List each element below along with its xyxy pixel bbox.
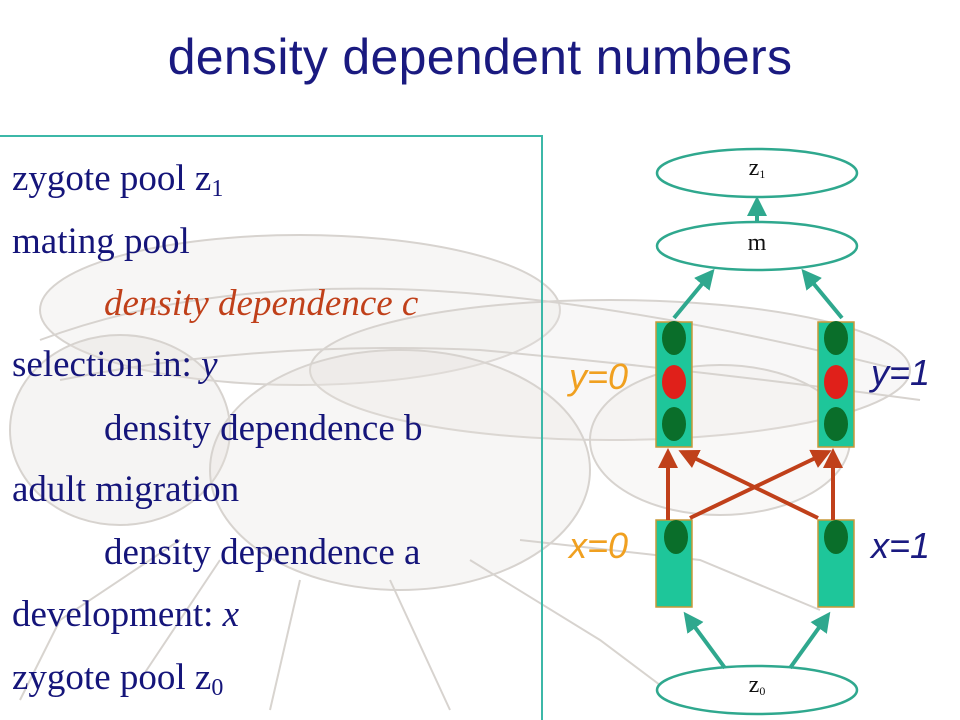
y0-dot-bottom xyxy=(662,407,686,441)
x1-dot xyxy=(824,520,848,554)
x1-label: x=1 xyxy=(871,525,931,566)
y1-label: y=1 xyxy=(871,352,931,393)
y1-dot-middle xyxy=(824,365,848,399)
y0-dot-top xyxy=(662,321,686,355)
z0-label: z0 xyxy=(748,672,766,698)
m-label: m xyxy=(747,230,767,256)
line-zygote-pool-z0: zygote pool z0 xyxy=(12,657,224,701)
line-zygote-pool-z1: zygote pool z1 xyxy=(12,158,224,202)
arrow-y1-to-m xyxy=(801,268,844,320)
z0-ellipse xyxy=(655,664,859,716)
arrow-y0-to-m xyxy=(672,268,715,320)
line-density-dependence-c: density dependence c xyxy=(104,283,419,324)
y1-dot-bottom xyxy=(824,407,848,441)
line-selection-in: selection in: y xyxy=(12,344,218,385)
z1-label: z1 xyxy=(748,155,766,181)
x0-label: x=0 xyxy=(569,525,629,566)
line-development: development: x xyxy=(12,594,240,635)
page-title: density dependent numbers xyxy=(167,29,793,85)
text-panel xyxy=(0,135,543,720)
x0-dot xyxy=(664,520,688,554)
y0-label: y=0 xyxy=(569,356,629,397)
y1-dot-top xyxy=(824,321,848,355)
arrow-x1-to-y0 xyxy=(678,449,819,520)
arrow-z0-to-x0 xyxy=(683,611,727,670)
line-density-dependence-a: density dependence a xyxy=(104,532,421,573)
fly-illustration xyxy=(9,234,921,711)
arrow-x0-to-y1 xyxy=(689,449,832,520)
y0-dot-middle xyxy=(662,365,686,399)
line-mating-pool: mating pool xyxy=(12,221,190,262)
line-density-dependence-b: density dependence b xyxy=(104,408,423,449)
arrow-z0-to-x1 xyxy=(788,611,831,670)
line-adult-migration: adult migration xyxy=(12,469,240,510)
